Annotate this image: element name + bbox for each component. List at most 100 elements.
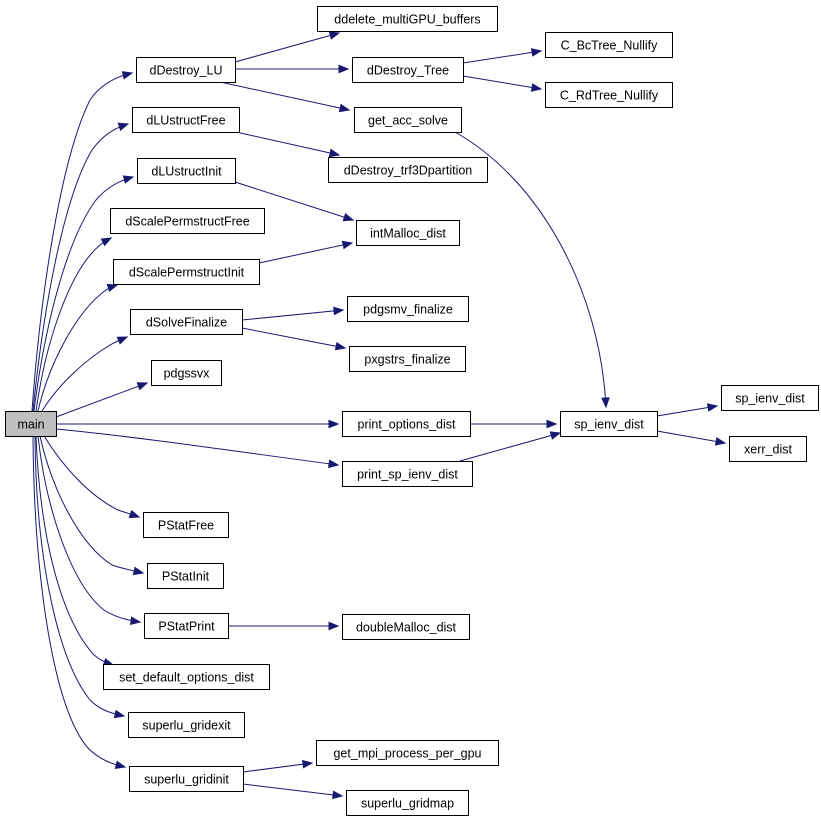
node-dSolveFinalize[interactable]: dSolveFinalize	[130, 309, 243, 335]
node-sp-ienv-dist-2[interactable]: sp_ienv_dist	[721, 385, 819, 411]
node-doubleMalloc-dist[interactable]: doubleMalloc_dist	[342, 614, 470, 640]
node-label: dLUstructFree	[146, 114, 225, 128]
edge-print_sp_ienv_dist-to-sp_ienv_dist	[459, 431, 562, 462]
edge-main-to-dDestroy_LU	[31, 71, 134, 412]
node-superlu-gridmap[interactable]: superlu_gridmap	[346, 790, 469, 816]
edge-line	[37, 435, 141, 623]
arrowhead	[122, 175, 135, 184]
edge-line	[55, 382, 148, 418]
node-C-RdTree-Nullify[interactable]: C_RdTree_Nullify	[545, 82, 673, 108]
edge-line	[35, 237, 112, 412]
node-dDestroy-Tree[interactable]: dDestroy_Tree	[352, 57, 464, 83]
edge-line	[41, 336, 128, 412]
arrowhead	[113, 709, 126, 719]
node-label: main	[17, 418, 44, 432]
node-get-mpi-process-per-gpu[interactable]: get_mpi_process_per_gpu	[316, 740, 499, 766]
edge-line	[454, 131, 607, 408]
node-PStatFree[interactable]: PStatFree	[143, 512, 229, 538]
arrowhead	[132, 566, 145, 576]
node-dDestroy-LU[interactable]: dDestroy_LU	[136, 57, 236, 83]
node-box	[729, 436, 807, 462]
arrowhead	[328, 31, 341, 40]
node-dLUstructInit[interactable]: dLUstructInit	[137, 158, 236, 184]
node-superlu-gridinit[interactable]: superlu_gridinit	[129, 766, 244, 792]
node-box	[5, 411, 57, 437]
arrowhead	[338, 103, 351, 113]
edge-line	[55, 428, 339, 466]
node-box	[130, 309, 243, 335]
edge-dLUstructFree-to-dDestroy_trf3Dpartition	[235, 131, 341, 158]
node-PStatPrint[interactable]: PStatPrint	[144, 613, 229, 639]
node-box	[103, 664, 270, 690]
node-ddelete-multiGPU-buffers[interactable]: ddelete_multiGPU_buffers	[317, 6, 498, 32]
edge-line	[31, 72, 133, 412]
edge-line	[462, 75, 542, 90]
arrowhead	[328, 621, 340, 631]
node-box	[545, 82, 673, 108]
node-box	[356, 220, 460, 246]
node-label: dScalePermstructFree	[125, 215, 249, 229]
node-PStatInit[interactable]: PStatInit	[147, 563, 224, 589]
edge-superlu_gridinit-to-get_mpi_process_per_gpu	[242, 759, 314, 773]
node-label: dLUstructInit	[151, 165, 222, 179]
edge-main-to-superlu_gridexit	[34, 435, 126, 719]
edge-print_options_dist-to-sp_ienv_dist	[470, 419, 558, 429]
node-dScalePermstructFree[interactable]: dScalePermstructFree	[110, 208, 265, 234]
edge-main-to-PStatFree	[43, 435, 141, 519]
arrowhead	[128, 509, 141, 519]
node-print-sp-ienv-dist[interactable]: print_sp_ienv_dist	[342, 461, 473, 487]
node-C-BcTree-Nullify[interactable]: C_BcTree_Nullify	[545, 32, 673, 58]
node-dLUstructFree[interactable]: dLUstructFree	[132, 107, 240, 133]
node-pxgstrs-finalize[interactable]: pxgstrs_finalize	[349, 346, 466, 372]
node-label: xerr_dist	[744, 443, 792, 457]
node-label: PStatFree	[158, 519, 214, 533]
arrowhead	[106, 283, 119, 293]
node-dScalePermstructInit[interactable]: dScalePermstructInit	[113, 259, 260, 285]
node-box	[328, 157, 488, 183]
node-xerr-dist[interactable]: xerr_dist	[729, 436, 807, 462]
edge-line	[234, 32, 340, 63]
node-print-options-dist[interactable]: print_options_dist	[342, 411, 471, 437]
edge-main-to-PStatPrint	[37, 435, 142, 625]
node-label: get_mpi_process_per_gpu	[333, 747, 481, 761]
node-box	[342, 461, 473, 487]
edge-line	[235, 131, 340, 156]
node-intMalloc-dist[interactable]: intMalloc_dist	[356, 220, 460, 246]
edge-dSolveFinalize-to-pxgstrs_finalize	[241, 327, 347, 351]
node-box	[317, 6, 498, 32]
node-label: dDestroy_Tree	[367, 64, 449, 78]
node-set-default-options-dist[interactable]: set_default_options_dist	[103, 664, 270, 690]
call-graph-nodes: main dDestroy_LU ddelete_multiGPU_buffersd…	[5, 6, 819, 816]
node-label: print_sp_ienv_dist	[357, 468, 458, 482]
node-label: pxgstrs_finalize	[364, 353, 450, 367]
node-label: C_RdTree_Nullify	[560, 89, 659, 103]
node-box	[352, 57, 464, 83]
node-box	[113, 259, 260, 285]
node-main[interactable]: main	[5, 411, 57, 437]
node-get-acc-solve[interactable]: get_acc_solve	[354, 107, 462, 133]
edge-get_acc_solve-to-sp_ienv_dist	[454, 131, 610, 409]
node-sp-ienv-dist[interactable]: sp_ienv_dist	[560, 411, 658, 437]
node-label: sp_ienv_dist	[574, 418, 644, 432]
node-box	[342, 614, 470, 640]
node-superlu-gridexit[interactable]: superlu_gridexit	[128, 712, 245, 738]
edge-line	[32, 123, 129, 412]
arrowhead	[549, 431, 562, 440]
edge-line	[241, 327, 346, 349]
arrowhead	[334, 341, 347, 351]
arrowhead	[341, 240, 354, 250]
node-dDestroy-trf3Dpartition[interactable]: dDestroy_trf3Dpartition	[328, 157, 488, 183]
edge-main-to-dLUstructInit	[33, 175, 135, 412]
edge-main-to-dScalePermstructFree	[35, 237, 113, 412]
node-pdgssvx[interactable]: pdgssvx	[151, 360, 222, 386]
arrowhead	[714, 437, 727, 446]
arrowhead	[100, 237, 113, 247]
node-label: PStatInit	[162, 570, 210, 584]
edge-main-to-dSolveFinalize	[41, 336, 129, 412]
edge-main-to-superlu_gridinit	[32, 435, 127, 770]
arrowhead	[328, 459, 340, 469]
edge-main-to-PStatInit	[39, 435, 145, 576]
edge-dDestroy_LU-to-get_acc_solve	[219, 81, 351, 113]
node-pdgsmv-finalize[interactable]: pdgsmv_finalize	[347, 296, 469, 322]
